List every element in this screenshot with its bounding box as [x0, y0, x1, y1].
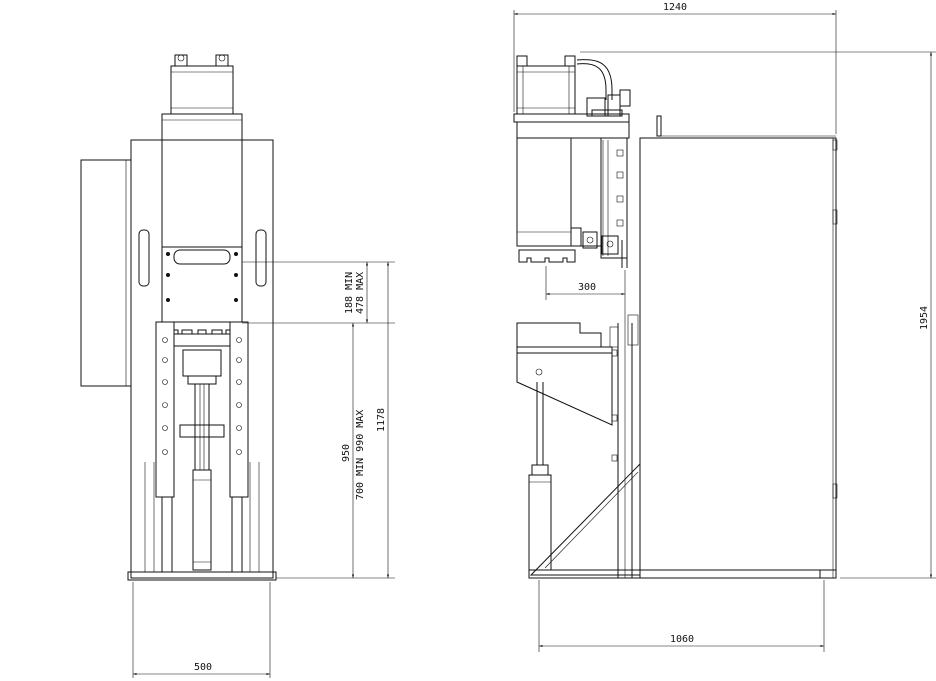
dim-height-950: 950: [341, 444, 352, 462]
dim-top-1240: 1240: [663, 2, 687, 13]
dim-height-range: 700 MIN 990 MAX: [355, 410, 366, 500]
front-holes: [162, 337, 242, 455]
dim-stroke-max: 478 MAX: [355, 272, 366, 314]
dim-throat-300: 300: [578, 282, 596, 293]
dim-height-1954: 1954: [919, 306, 930, 330]
side-dimensions: 1240 300 1954 1060: [513, 2, 936, 652]
front-view: [80, 54, 277, 581]
dim-width-500: 500: [194, 662, 212, 673]
dim-total-1178: 1178: [376, 408, 387, 432]
side-view: [513, 55, 838, 579]
dim-base-1060: 1060: [670, 634, 694, 645]
front-dimensions: 500 188 MIN 478 MAX 950 700 MIN 990 MAX …: [132, 261, 395, 678]
dim-stroke-min: 188 MIN: [344, 272, 355, 314]
